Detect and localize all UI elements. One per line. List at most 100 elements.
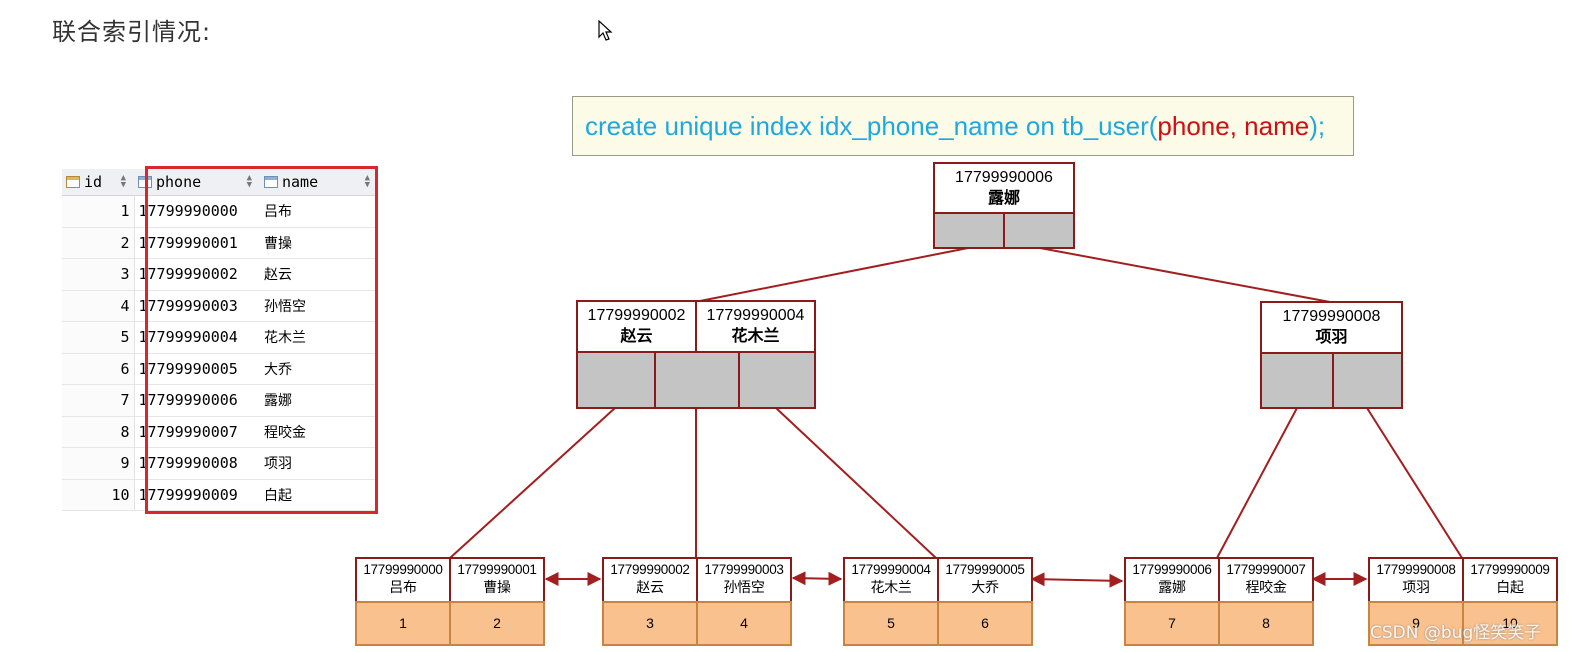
cell-name: 孙悟空 [260,290,378,322]
column-header-name[interactable]: name ▲▼ [260,169,378,196]
key-name: 花木兰 [731,326,780,345]
cell-phone: 17799990002 [134,258,260,291]
cell-id: 1 [62,195,135,228]
column-header-id[interactable]: id ▲▼ [62,169,134,196]
key-phone: 17799990008 [1376,562,1456,577]
leaf-row-id: 7 [1168,615,1176,631]
key-name: 赵云 [620,326,653,345]
link-leaf-3 [775,407,937,559]
link-leaf-1 [449,407,616,559]
internal-left-key: 17799990002 赵云 [576,300,697,353]
root-node-key: 17799990006 露娜 [933,162,1075,214]
sort-icon[interactable]: ▲▼ [120,173,126,190]
cell-phone: 17799990004 [134,321,260,354]
internal-left-pointer [576,351,656,409]
leaf-row-id: 10 [1502,615,1518,631]
watermark: CSDN @bug怪笑笑子 [1370,623,1542,643]
link-root-left [699,247,969,302]
internal-left-pointer [654,351,740,409]
cell-name: 白起 [260,479,378,511]
cell-name: 露娜 [260,384,378,417]
column-icon [264,176,278,188]
leaf-value: 7 [1124,601,1220,646]
sort-icon[interactable]: ▲▼ [364,173,370,190]
cell-id: 5 [62,321,135,354]
leaf-value: 3 [602,601,698,646]
cell-id: 10 [62,479,135,511]
index-columns-highlight [145,166,378,514]
sql-prefix: create unique index idx_phone_name on tb… [585,111,1158,141]
key-name: 曹操 [483,580,511,596]
cell-phone: 17799990009 [134,479,260,511]
internal-right-key: 17799990008 项羽 [1260,301,1403,354]
cell-phone: 17799990007 [134,416,260,448]
key-name: 花木兰 [870,580,912,596]
key-phone: 17799990006 [955,169,1053,186]
key-name: 白起 [1496,580,1524,596]
key-name: 项羽 [1402,580,1430,596]
cell-id: 2 [62,227,135,259]
cell-id: 3 [62,258,135,291]
leaf-key: 17799990001 曹操 [449,557,545,603]
key-phone: 17799990005 [945,562,1025,577]
leaf-key: 17799990005 大乔 [937,557,1033,603]
link-root-right [1039,247,1331,303]
leaf-link-2-3 [791,571,843,586]
sort-icon[interactable]: ▲▼ [246,173,252,190]
root-pointer [1003,212,1075,249]
key-name: 露娜 [1158,580,1186,596]
link-leaf-5 [1366,407,1463,559]
leaf-value: 1 [355,601,451,646]
cell-id: 9 [62,447,135,480]
key-phone: 17799990004 [851,562,931,577]
leaf-value: 9 [1368,601,1464,646]
leaf-row-id: 2 [493,615,501,631]
mouse-cursor-icon [598,20,613,41]
leaf-value: 8 [1218,601,1314,646]
leaf-key: 17799990009 白起 [1462,557,1558,603]
cell-name: 花木兰 [260,321,378,354]
cell-id: 4 [62,290,135,322]
key-name: 大乔 [971,580,999,596]
internal-right-pointer [1332,352,1403,409]
key-phone: 17799990002 [610,562,690,577]
cell-name: 大乔 [260,353,378,385]
key-name: 项羽 [1315,327,1348,346]
page-heading: 联合索引情况: [52,18,212,46]
leaf-row-id: 9 [1412,615,1420,631]
key-name: 露娜 [987,188,1020,207]
leaf-row-id: 4 [740,615,748,631]
cell-name: 项羽 [260,447,378,480]
key-phone: 17799990001 [457,562,537,577]
key-column-icon [66,176,80,188]
leaf-key: 17799990004 花木兰 [843,557,939,603]
leaf-row-id: 1 [399,615,407,631]
internal-right-pointer [1260,352,1334,409]
column-header-phone[interactable]: phone ▲▼ [134,169,260,196]
key-phone: 17799990002 [587,307,686,324]
key-phone: 17799990008 [1282,308,1381,325]
key-name: 吕布 [389,580,417,596]
key-phone: 17799990009 [1470,562,1550,577]
cell-phone: 17799990008 [134,447,260,480]
cell-id: 6 [62,353,135,385]
leaf-key: 17799990008 项羽 [1368,557,1464,603]
cell-phone: 17799990001 [134,227,260,259]
root-pointer [933,212,1005,249]
